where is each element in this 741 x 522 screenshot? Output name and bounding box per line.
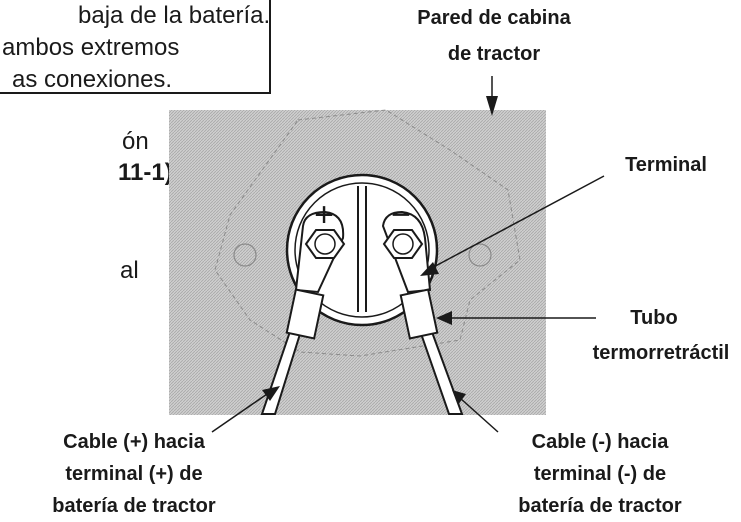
arrow-tube <box>436 311 452 325</box>
arrow-cab-wall <box>486 96 498 116</box>
arrow-cable-positive <box>262 386 280 401</box>
heat-shrink-negative <box>399 288 439 340</box>
label-cable-pos-1: Cable (+) hacia <box>63 431 205 453</box>
plus-symbol: + <box>314 196 334 234</box>
label-cable-pos-3: batería de tractor <box>52 495 216 517</box>
terminal-divider <box>357 186 367 312</box>
body-text-line-1: ón <box>122 128 149 155</box>
note-line-3: as conexiones. <box>12 66 173 93</box>
leader-cable-positive <box>211 391 271 433</box>
nut-negative-washer <box>392 233 414 255</box>
leader-cable-negative <box>459 397 499 433</box>
note-line-2: ambos extremos <box>2 34 180 61</box>
note-line-1: baja de la batería. <box>78 2 271 29</box>
nut-positive-washer <box>314 233 336 255</box>
label-cab-wall-2: de tractor <box>447 43 541 65</box>
label-cab-wall-1: Pared de cabina <box>417 7 571 29</box>
arrow-cable-negative <box>452 390 466 405</box>
minus-symbol: − <box>391 196 411 234</box>
arrow-terminal <box>420 262 439 276</box>
label-tube-1: Tubo <box>630 307 678 329</box>
label-tube-2: termorretráctil <box>592 342 730 364</box>
label-cable-pos-2: terminal (+) de <box>65 463 203 485</box>
plate-bolt-left <box>233 243 257 267</box>
label-terminal: Terminal <box>625 154 707 176</box>
note-box: baja de la batería. ambos extremos as co… <box>0 0 271 94</box>
label-cable-neg-3: batería de tractor <box>518 495 682 517</box>
heat-shrink-positive <box>285 288 325 340</box>
plate-bolt-right <box>468 243 492 267</box>
body-text-line-3: al <box>120 257 139 284</box>
figure-reference: 11-1) <box>118 159 173 186</box>
label-cable-neg-2: terminal (-) de <box>533 463 667 485</box>
leader-terminal <box>427 175 605 271</box>
terminal-inner-ring <box>294 182 430 318</box>
mounting-plate-outline <box>214 109 521 357</box>
label-cable-neg-1: Cable (-) hacia <box>531 431 669 453</box>
